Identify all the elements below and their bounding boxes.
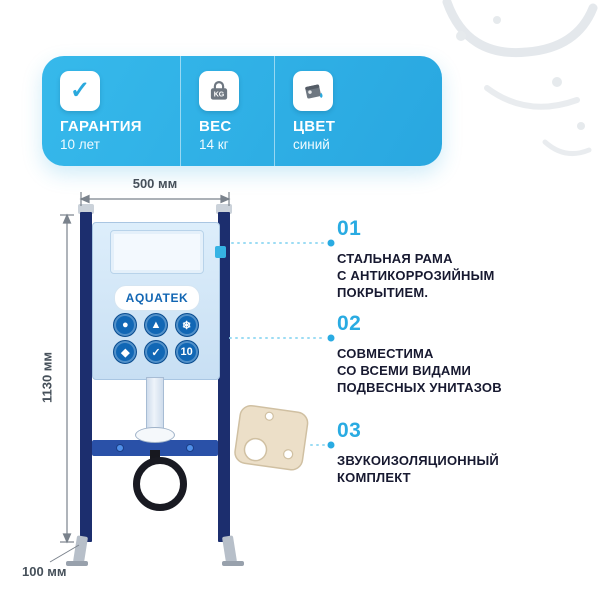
frame-foot-pad: [222, 561, 244, 566]
banner-item-subtitle: 14 кг: [199, 136, 229, 152]
callout-02: 02 СОВМЕСТИМА СО ВСЕМИ ВИДАМИ ПОДВЕСНЫХ …: [337, 312, 502, 396]
banner-item-title: ВЕС: [199, 117, 232, 135]
callout-text-line: КОМПЛЕКТ: [337, 470, 411, 485]
mounting-bolt: [116, 444, 124, 452]
callout-text: СТАЛЬНАЯ РАМА С АНТИКОРРОЗИЙНЫМ ПОКРЫТИЕ…: [337, 250, 495, 301]
callout-text-line: СОВМЕСТИМА: [337, 346, 434, 361]
brand-logo-text: AQUATEK: [125, 291, 189, 305]
frame-foot-pad: [66, 561, 88, 566]
callout-number: 03: [337, 419, 362, 442]
water-splash-decoration: [442, 0, 598, 157]
callout-01: 01 СТАЛЬНАЯ РАМА С АНТИКОРРОЗИЙНЫМ ПОКРЫ…: [337, 217, 495, 301]
pipe-clamp-ring: [133, 457, 187, 511]
weight-kg-glyph: KG: [210, 80, 228, 100]
pipe-flange: [135, 427, 175, 443]
callout-text-line: ПОДВЕСНЫХ УНИТАЗОВ: [337, 380, 502, 395]
checkmark-icon: ✓: [60, 70, 100, 111]
callout-text-line: С АНТИКОРРОЗИЙНЫМ: [337, 268, 495, 283]
sound-insulation-gasket: [234, 404, 309, 471]
callout-text-line: ЗВУКОИЗОЛЯЦИОННЫЙ: [337, 453, 499, 468]
svg-text:KG: KG: [214, 91, 225, 98]
flush-pipe: [146, 377, 164, 433]
frost-badge-icon: ❄: [174, 313, 199, 337]
height-dimension-label: 1130 мм: [39, 351, 55, 404]
width-dimension-label: 500 мм: [132, 176, 178, 191]
frame-post-cap: [216, 204, 232, 214]
frame-foot-right: [221, 535, 238, 564]
mounting-bolt: [186, 444, 194, 452]
right-frame-post: [218, 212, 230, 542]
ten-years-badge-icon: 10: [174, 340, 199, 364]
banner-item-title: ЦВЕТ: [293, 117, 336, 135]
callout-text: ЗВУКОИЗОЛЯЦИОННЫЙ КОМПЛЕКТ: [337, 452, 499, 486]
banner-item-title: ГАРАНТИЯ: [60, 117, 142, 135]
fill-valve-stub: [215, 246, 226, 258]
banner-item-subtitle: синий: [293, 136, 330, 152]
callout-text-line: СТАЛЬНАЯ РАМА: [337, 251, 453, 266]
access-panel: [110, 230, 204, 274]
callout-03: 03 ЗВУКОИЗОЛЯЦИОННЫЙ КОМПЛЕКТ: [337, 419, 499, 486]
banner-item-warranty: ✓ ГАРАНТИЯ 10 лет: [42, 56, 180, 166]
water-drop-badge-icon: ●: [113, 313, 138, 337]
callout-text-line: СО ВСЕМИ ВИДАМИ: [337, 363, 472, 378]
frame-foot-left: [72, 535, 89, 564]
banner-item-subtitle: 10 лет: [60, 136, 100, 152]
flow-badge-icon: ◆: [113, 340, 138, 364]
frame-post-cap: [78, 204, 94, 214]
feature-banner: ✓ ГАРАНТИЯ 10 лет KG ВЕС 14 кг: [42, 56, 442, 166]
brand-logo-plate: AQUATEK: [114, 285, 200, 311]
left-frame-post: [80, 212, 92, 542]
banner-item-weight: KG ВЕС 14 кг: [180, 56, 274, 166]
check-badge-icon: ✓: [143, 340, 168, 364]
weight-kg-icon: KG: [199, 70, 239, 111]
checkmark-glyph: ✓: [69, 76, 91, 104]
paint-color-icon: [293, 70, 333, 111]
cistern-feature-badges: ● ▲ ❄ ◆ ✓ 10: [112, 313, 200, 364]
callout-number: 02: [337, 312, 362, 335]
callout-text-line: ПОКРЫТИЕМ.: [337, 285, 429, 300]
callout-number: 01: [337, 217, 362, 240]
pipe-clamp-bracket: [150, 450, 160, 462]
depth-dimension-label: 100 мм: [22, 564, 67, 579]
spray-badge-icon: ▲: [143, 313, 168, 337]
callout-text: СОВМЕСТИМА СО ВСЕМИ ВИДАМИ ПОДВЕСНЫХ УНИ…: [337, 345, 502, 396]
paint-color-glyph: [305, 84, 323, 99]
banner-item-color: ЦВЕТ синий: [274, 56, 442, 166]
